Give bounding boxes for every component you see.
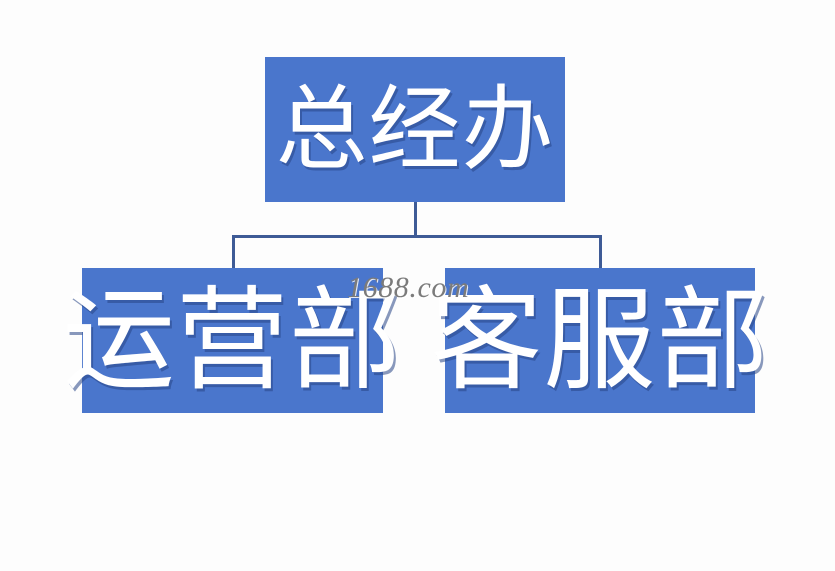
org-node-root[interactable]: 总经办	[265, 57, 565, 202]
org-node-customer-service[interactable]: 客服部	[430, 268, 769, 413]
org-node-customer-service-label: 客服部	[430, 279, 770, 404]
org-node-root-label: 总经办	[275, 78, 555, 181]
connector-horizontal-bus	[232, 235, 602, 238]
connector-drop-to-customer-service	[599, 235, 602, 269]
connector-drop-to-operations	[232, 235, 235, 269]
org-node-operations[interactable]: 运营部	[63, 268, 401, 413]
org-node-operations-label: 运营部	[62, 279, 403, 404]
connector-root-stem	[414, 202, 417, 238]
